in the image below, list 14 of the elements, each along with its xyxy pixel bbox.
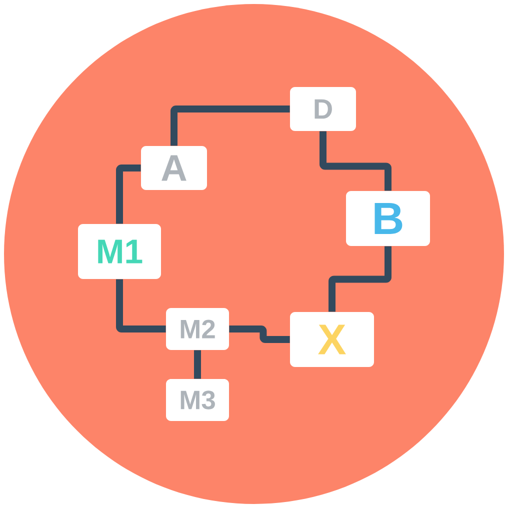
connector-line [116, 164, 141, 224]
connector-line [320, 131, 392, 191]
process-box: A [141, 146, 207, 190]
connector-line [194, 350, 201, 379]
connector-line [170, 106, 290, 146]
process-box: D [290, 87, 356, 131]
process-box: M1 [78, 224, 161, 279]
process-box: M2 [166, 308, 229, 350]
connector-line [328, 246, 392, 312]
connector-line [229, 326, 290, 343]
process-box: B [346, 191, 430, 246]
process-box: M3 [166, 379, 229, 421]
connector-line [116, 279, 166, 332]
process-box: X [290, 312, 374, 367]
